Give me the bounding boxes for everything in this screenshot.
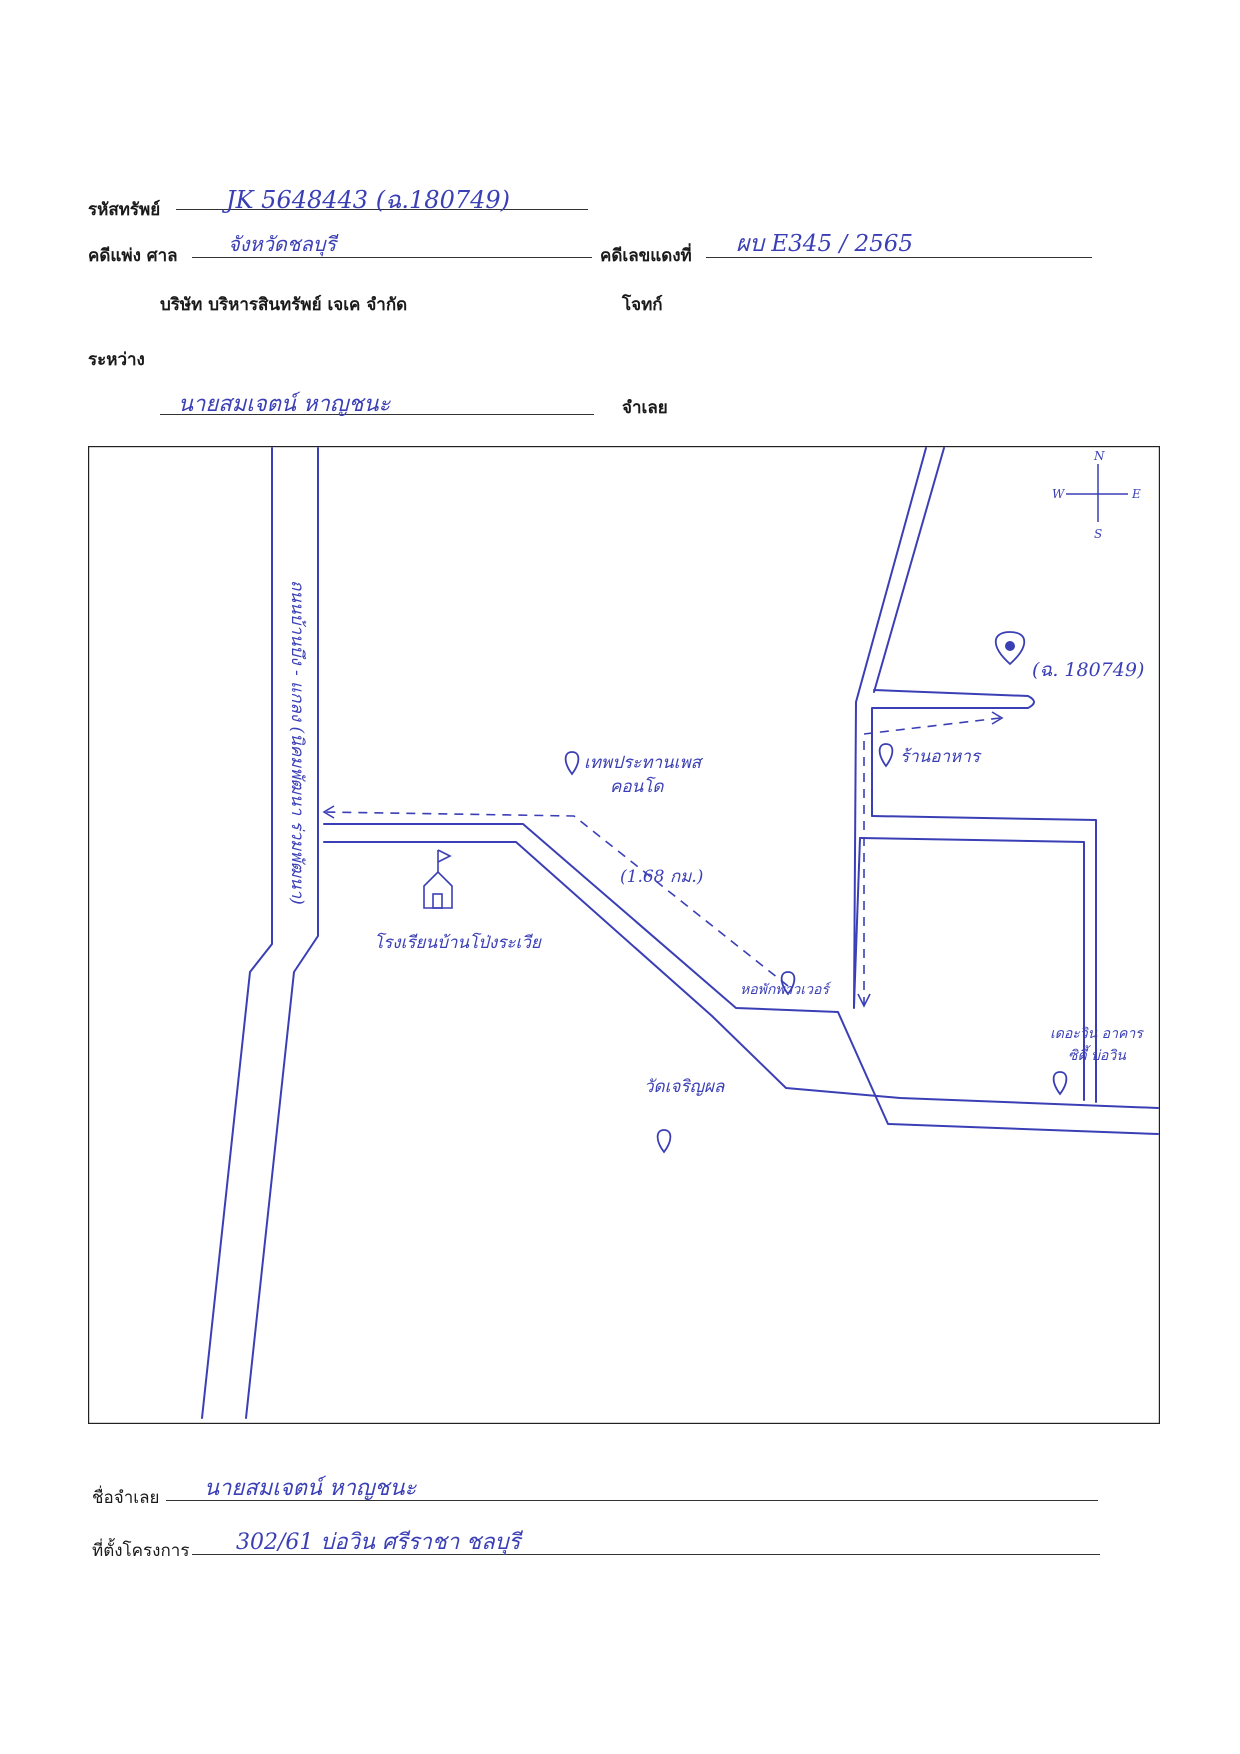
target-lane [871,689,1035,817]
target-pin-icon [994,631,1026,666]
condo-label-line2: คอนโด [610,776,664,797]
school-icon [423,849,453,909]
civil-case-label: คดีแพ่ง ศาล [88,246,178,266]
project-location-line [192,1532,1100,1555]
defendant-name-value: นายสมเจตน์ หาญชนะ [204,1476,417,1501]
asset-code-label: รหัสทรัพย์ [88,200,161,220]
ne-road-edge-right [873,447,945,693]
market-pin-icon [1052,1071,1068,1096]
red-case-value: ผบ E345 / 2565 [736,231,913,257]
defendant-label: จำเลย [622,398,668,418]
court-line [192,234,592,258]
defendant-value: นายสมเจตน์ หาญชนะ [178,392,391,417]
shop-label: หอพักพาวเวอร์ [740,981,832,998]
block-inner [859,837,1085,1101]
route-arrow-south [857,993,871,1008]
distance-label: (1.68 กม.) [620,867,703,887]
market-label-line2: ซิตี้ บ่อวิน [1068,1045,1126,1064]
red-case-label: คดีเลขแดงที่ [600,246,692,266]
route-arrow-east [991,711,1004,725]
market-label-line1: เดอะวิน อาคาร [1050,1026,1144,1042]
block-left [853,837,861,1007]
map-frame [88,446,1160,1424]
compass-s: S [1094,527,1102,541]
compass-w: W [1052,487,1066,501]
condo-label-line1: เทพประทานเพส [584,753,704,773]
route-arrow-west [322,805,335,819]
defendant-line [160,390,594,415]
main-road-edge-right [245,447,319,1419]
plaintiff-label: โจทก์ [622,295,663,315]
compass-n: N [1093,449,1105,463]
compass-icon [1066,464,1128,522]
defendant-name-line [166,1478,1098,1501]
red-case-line [706,234,1092,258]
restaurant-pin-icon [878,743,894,768]
plaintiff-name: บริษัท บริหารสินทรัพย์ เจเค จำกัด [160,295,408,315]
block-outer [871,815,1097,1103]
soi-upper-edge [323,823,1159,1135]
between-label: ระหว่าง [88,350,145,370]
location-map: N S E W ถนนบ้านบึง - แกลง (นิคมพัฒนา ร่ว… [88,446,1160,1424]
route-west [323,811,789,987]
compass-e: E [1131,487,1141,501]
target-pin-dot [1005,641,1015,651]
project-location-value: 302/61 บ่อวิน ศรีราชา ชลบุรี [236,1530,521,1555]
condo-pin-icon [564,751,580,776]
asset-code-line [176,188,588,210]
shop-pin-icon [780,971,796,996]
temple-pin-icon [656,1129,672,1154]
asset-code-value: JK 5648443 (ฉ.180749) [226,186,511,214]
restaurant-label: ร้านอาหาร [900,747,982,767]
defendant-name-label: ชื่อจำเลย [92,1488,160,1508]
court-value: จังหวัดชลบุรี [228,232,337,256]
road-name-label: ถนนบ้านบึง - แกลง (นิคมพัฒนา ร่วมพัฒนา) [287,580,307,905]
main-road-edge-left [201,447,273,1419]
school-label: โรงเรียนบ้านโป่งระเวีย [374,932,542,953]
route-north [863,717,1001,1006]
project-location-label: ที่ตั้งโครงการ [92,1541,190,1561]
target-label: (ฉ. 180749) [1032,659,1144,681]
temple-label: วัดเจริญผล [644,1077,726,1097]
soi-lower-edge [323,841,1159,1109]
ne-road-edge-left [853,447,927,1009]
